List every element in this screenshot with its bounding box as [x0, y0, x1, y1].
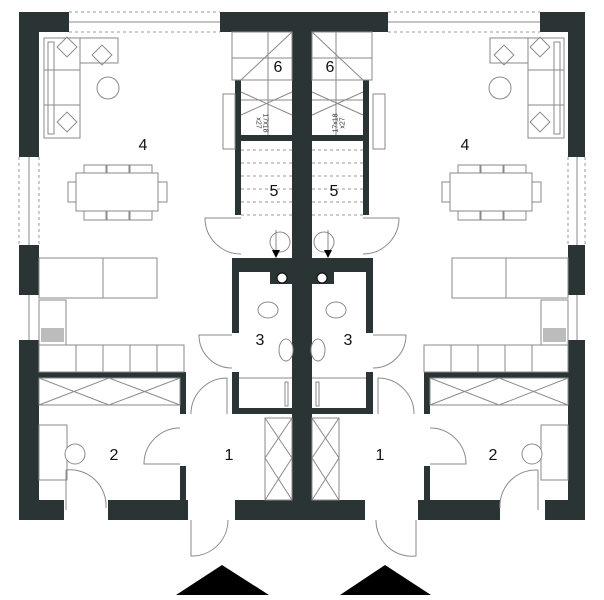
- left-stairs: [231, 31, 293, 258]
- right-dining-set: [441, 164, 542, 221]
- right-room-5-label: 5: [329, 183, 339, 200]
- right-kitchen-counter: [423, 299, 569, 373]
- left-sofa: [43, 36, 119, 139]
- left-room-2-label: 2: [109, 447, 119, 464]
- right-stair-note-line1: 17x18: [332, 113, 340, 133]
- left-room-6-label: 6: [273, 59, 283, 76]
- left-hall-wardrobe: [264, 417, 293, 501]
- right-wardrobe: [429, 377, 569, 406]
- left-dining-set: [67, 164, 168, 221]
- left-toilet: [257, 301, 279, 319]
- right-kitchen-island: [451, 257, 569, 299]
- interior-walls: [39, 80, 570, 506]
- left-room-5-label: 5: [269, 183, 279, 200]
- left-stair-note: 17x18 x27: [255, 113, 269, 132]
- entrance-arrow-left: [176, 565, 269, 595]
- right-coffee-table: [488, 76, 512, 100]
- doors: [65, 217, 539, 557]
- left-tv-unit: [222, 93, 236, 150]
- right-room-4-label: 4: [460, 137, 470, 154]
- left-room-3-label: 3: [255, 332, 265, 349]
- windows: [18, 11, 586, 340]
- left-room-4-label: 4: [138, 137, 148, 154]
- right-hall-wardrobe: [311, 417, 340, 501]
- entrance-arrow-right: [340, 565, 431, 595]
- right-toilet: [325, 301, 347, 319]
- right-room2-desk: [521, 424, 569, 481]
- left-stair-note-line2: x27: [254, 117, 262, 129]
- left-stair-note-line1: 17x18: [261, 113, 269, 133]
- left-basin: [278, 338, 294, 362]
- right-stair-note: 17x18 x27: [333, 113, 347, 132]
- right-tv-unit: [372, 93, 386, 150]
- right-sofa: [489, 36, 565, 139]
- right-bathroom-fixtures: [310, 272, 366, 407]
- left-bathroom-fixtures: [239, 272, 294, 407]
- right-basin: [310, 338, 326, 362]
- right-room-1-label: 1: [375, 447, 385, 464]
- exterior-walls: [19, 12, 585, 520]
- left-room2-desk: [38, 424, 86, 481]
- left-kitchen-island: [38, 257, 158, 299]
- right-stairs: [311, 31, 373, 258]
- right-room-2-label: 2: [488, 447, 498, 464]
- left-kitchen-counter: [38, 299, 185, 373]
- right-room-6-label: 6: [325, 59, 335, 76]
- left-wardrobe: [38, 377, 181, 406]
- right-room-3-label: 3: [343, 332, 353, 349]
- left-room-1-label: 1: [224, 447, 234, 464]
- left-coffee-table: [96, 76, 120, 100]
- right-stair-note-line2: x27: [339, 117, 347, 129]
